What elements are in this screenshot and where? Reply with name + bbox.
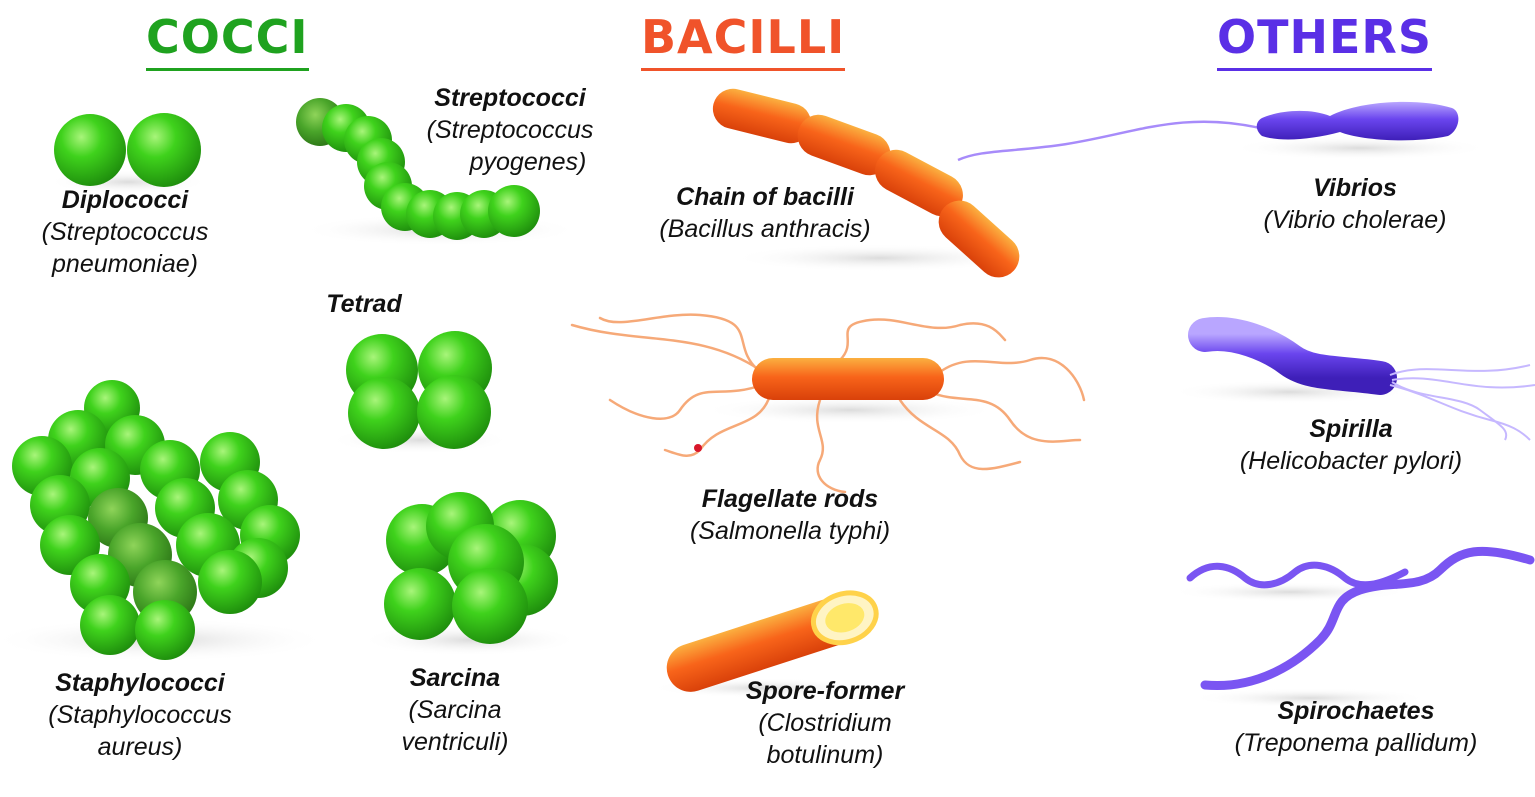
staphylococcus-cell — [198, 550, 262, 614]
spore-former-name: Spore-former — [745, 677, 905, 705]
chain-bacilli-label: Chain of bacilli (Bacillus anthracis) — [640, 181, 890, 245]
streptococci-name: Streptococci — [434, 84, 586, 112]
streptococci-sci-1: (Streptococcus — [426, 116, 594, 144]
spore-former-label: Spore-former (Clostridium botulinum) — [720, 675, 930, 771]
vibrio-illustration — [957, 101, 1490, 162]
staphylococci-sci-1: (Staphylococcus — [48, 701, 232, 729]
spore-former-sci-1: (Clostridium — [758, 709, 892, 737]
bacilli-heading: BACILLI — [641, 8, 846, 71]
spirochaetes-name: Spirochaetes — [1277, 697, 1435, 725]
tetrad-illustration — [330, 331, 510, 454]
chain-bacilli-sci-1: (Bacillus anthracis) — [659, 215, 871, 243]
vibrios-label: Vibrios (Vibrio cholerae) — [1240, 172, 1470, 236]
spirilla-label: Spirilla (Helicobacter pylori) — [1215, 413, 1487, 477]
streptococci-illustration — [296, 98, 580, 246]
flagellate-name: Flagellate rods — [701, 485, 879, 513]
diplococci-label: Diplococci (Streptococcus pneumoniae) — [20, 184, 230, 280]
staphylococcus-cell — [80, 595, 140, 655]
sarcina-label: Sarcina (Sarcina ventriculi) — [370, 662, 540, 758]
spirochaetes-label: Spirochaetes (Treponema pallidum) — [1210, 695, 1502, 759]
staphylococci-illustration — [0, 380, 330, 662]
chain-of-bacilli-illustration — [712, 88, 1030, 278]
spirilla-name: Spirilla — [1309, 415, 1393, 443]
sarcina-name: Sarcina — [409, 664, 501, 692]
others-heading: OTHERS — [1217, 8, 1432, 71]
staphylococci-sci-2: aureus) — [97, 733, 183, 761]
flagellate-sci-1: (Salmonella typhi) — [689, 517, 891, 545]
flagellate-label: Flagellate rods (Salmonella typhi) — [670, 483, 910, 547]
cocci-heading: COCCI — [146, 8, 309, 71]
streptococci-sci-2: pyogenes) — [469, 148, 587, 176]
tetrad-name: Tetrad — [326, 290, 402, 318]
sarcina-illustration — [360, 492, 580, 656]
streptococci-label: Streptococci (Streptococcus pyogenes) — [404, 82, 616, 178]
diplococci-illustration — [48, 113, 208, 194]
sarcina-sci-2: ventriculi) — [401, 728, 509, 756]
chain-bacilli-name: Chain of bacilli — [676, 183, 854, 211]
spore-former-sci-2: botulinum) — [766, 741, 884, 769]
spirilla-sci-1: (Helicobacter pylori) — [1239, 447, 1463, 475]
staphylococci-name: Staphylococci — [55, 669, 225, 697]
staphylococcus-cell — [135, 600, 195, 660]
sarcina-sci-1: (Sarcina — [408, 696, 502, 724]
vibrios-name: Vibrios — [1313, 174, 1397, 202]
staphylococci-label: Staphylococci (Staphylococcus aureus) — [20, 667, 260, 763]
vibrios-sci-1: (Vibrio cholerae) — [1263, 206, 1447, 234]
spirochaetes-sci-1: (Treponema pallidum) — [1234, 729, 1478, 757]
flagellate-rod-illustration — [570, 313, 1086, 494]
diplococci-sci-1: (Streptococcus — [41, 218, 209, 246]
tetrad-label: Tetrad — [304, 288, 424, 320]
spore-former-illustration — [650, 590, 879, 698]
spirochaetes-illustration — [1170, 546, 1535, 708]
spirilla-illustration — [1170, 317, 1535, 441]
diplococci-name: Diplococci — [61, 186, 189, 214]
diplococci-sci-2: pneumoniae) — [52, 250, 198, 278]
